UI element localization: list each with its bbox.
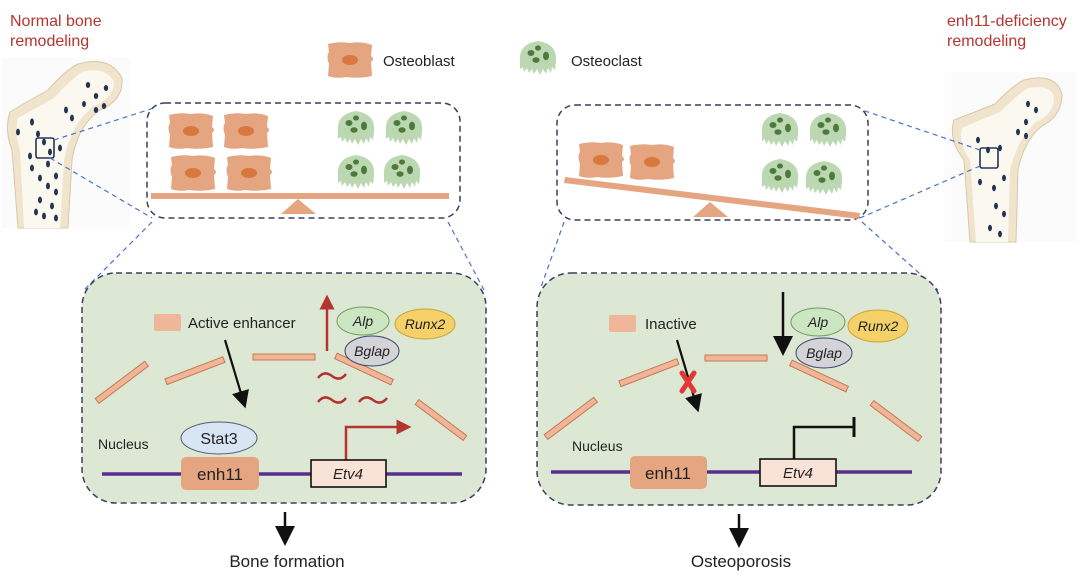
svg-text:Alp: Alp: [352, 313, 373, 329]
svg-text:Bglap: Bglap: [354, 343, 390, 359]
osteoclast-cell: [761, 159, 799, 193]
stat3-protein: Stat3: [180, 421, 258, 455]
right-balance-panel: [556, 104, 869, 221]
active-enhancer-label: Active enhancer: [188, 315, 296, 332]
left-title-line2: remodeling: [10, 33, 89, 50]
legend-osteoclast-icon: [519, 41, 557, 75]
left-balance-panel: [146, 102, 461, 219]
osteoclast-cell: [809, 113, 847, 147]
legend: Osteoblast Osteoclast: [327, 41, 643, 78]
svg-text:Stat3: Stat3: [200, 431, 237, 448]
svg-text:Alp: Alp: [807, 314, 828, 330]
right-outcome-label: Osteoporosis: [691, 552, 791, 571]
legend-osteoclast-label: Osteoclast: [571, 53, 643, 70]
left-fulcrum: [281, 199, 316, 214]
inactive-enhancer-swatch: [609, 315, 636, 332]
osteoclast-cell: [385, 111, 423, 145]
osteoblast-cell: [578, 142, 624, 178]
left-femur-illustration: [2, 58, 130, 229]
left-enh11-element: enh11: [181, 457, 259, 490]
blocked-activation-arrow: [675, 339, 702, 413]
left-gene-bglap: Bglap: [344, 335, 400, 367]
svg-text:Runx2: Runx2: [858, 318, 899, 334]
left-nuclear-envelope: [94, 352, 468, 442]
osteoblast-cell: [168, 113, 214, 149]
left-outcome-label: Bone formation: [229, 552, 344, 571]
transcription-start-arrow: [344, 419, 412, 460]
left-title-line1: Normal bone: [10, 13, 102, 30]
right-gene-alp: Alp: [790, 307, 846, 337]
svg-text:Runx2: Runx2: [405, 316, 446, 332]
right-gene-bglap: Bglap: [795, 337, 853, 369]
svg-text:Etv4: Etv4: [333, 466, 363, 483]
right-title-line2: remodeling: [947, 33, 1026, 50]
right-nucleus-panel: Inactive Alp Runx2 Bglap Nucleus enh11: [536, 272, 942, 506]
right-outcome: Osteoporosis: [691, 514, 791, 571]
svg-text:Bglap: Bglap: [806, 345, 842, 361]
mrna-transcripts: [317, 372, 388, 404]
svg-text:enh11: enh11: [197, 465, 243, 484]
legend-osteoblast-icon: [327, 42, 373, 78]
osteoblast-cell: [226, 155, 272, 191]
right-balance-beam: [564, 177, 860, 219]
right-title-line1: enh11-deficiency: [947, 13, 1067, 30]
osteoclast-cell: [337, 155, 375, 189]
right-femur-illustration: [945, 72, 1075, 243]
osteoclast-cell: [337, 111, 375, 145]
right-title: enh11-deficiency remodeling: [947, 13, 1067, 50]
active-enhancer-swatch: [154, 314, 181, 331]
right-enh11-element: enh11: [630, 456, 707, 489]
repressed-transcription-line: [792, 425, 854, 459]
osteoclast-cell: [383, 155, 421, 189]
right-gene-runx2: Runx2: [847, 309, 909, 343]
left-etv4-gene: Etv4: [310, 459, 387, 488]
blocked-x-icon: [679, 370, 697, 394]
left-outcome: Bone formation: [229, 512, 345, 571]
svg-text:Etv4: Etv4: [783, 465, 813, 482]
inactive-enhancer-label: Inactive: [645, 316, 697, 333]
osteoblast-cell: [223, 113, 269, 149]
osteoblast-cell: [170, 155, 216, 191]
right-fulcrum: [693, 202, 728, 217]
left-balance-beam: [151, 193, 449, 199]
left-trabeculae: [16, 82, 109, 222]
osteoclast-cell: [805, 161, 843, 195]
right-etv4-gene: Etv4: [759, 458, 837, 487]
right-nuclear-envelope: [543, 354, 923, 443]
left-nucleus-label: Nucleus: [98, 436, 149, 452]
left-gene-runx2: Runx2: [394, 308, 456, 340]
osteoblast-cell: [629, 144, 675, 180]
svg-text:enh11: enh11: [645, 464, 691, 483]
left-nucleus-panel: Active enhancer Alp Runx2 Bglap Stat3 Nu…: [81, 272, 487, 504]
right-nucleus-label: Nucleus: [572, 438, 623, 454]
enhancer-activation-arrow: [223, 339, 249, 409]
legend-osteoblast-label: Osteoblast: [383, 53, 456, 70]
right-zoom-region: [979, 147, 999, 169]
osteoclast-cell: [761, 113, 799, 147]
left-gene-alp: Alp: [336, 306, 390, 336]
left-title: Normal bone remodeling: [10, 13, 102, 50]
left-zoom-region: [35, 137, 55, 159]
